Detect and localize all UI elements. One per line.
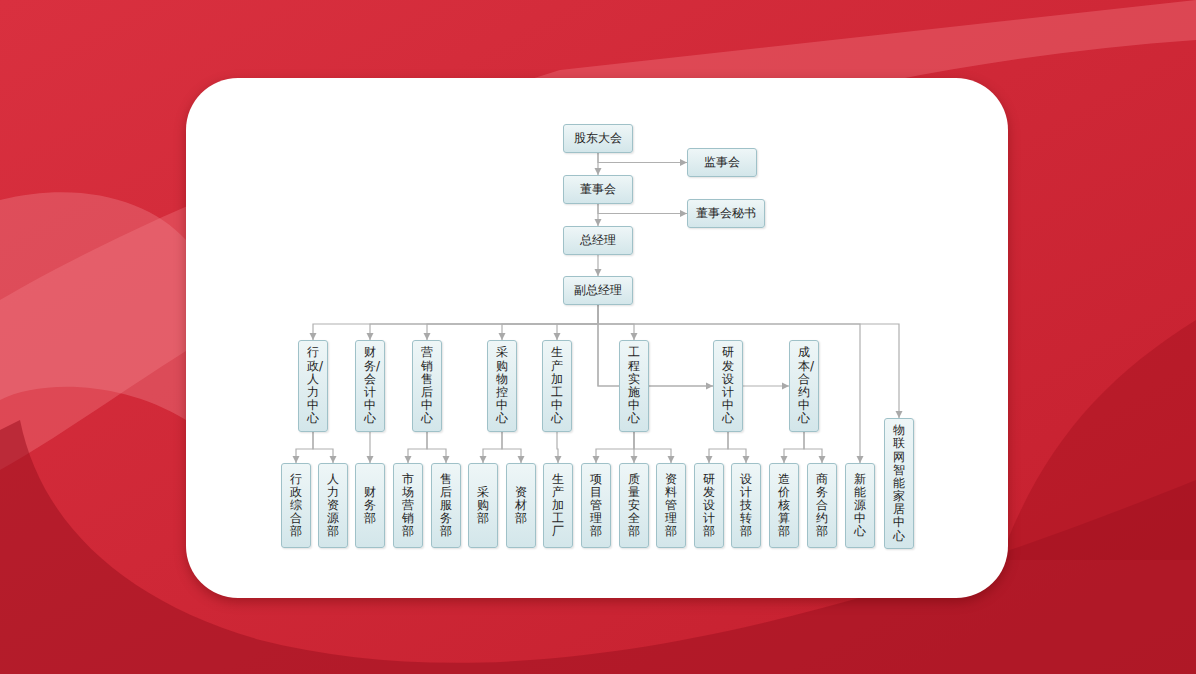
connector (557, 305, 598, 340)
node-label: 人力资源部 (327, 473, 339, 539)
connector (502, 432, 521, 463)
node-label: 副总经理 (574, 282, 622, 299)
department-box: 项目管理部 (581, 463, 611, 548)
node-label: 营销售后中心 (421, 346, 433, 425)
swoosh-highlight (0, 192, 186, 420)
department-box: 财务/会计中心 (355, 340, 385, 432)
connector (502, 305, 598, 340)
node-label: 售后服务部 (440, 473, 452, 539)
node-label: 生产加工中心 (551, 346, 563, 425)
department-box: 行政/人力中心 (298, 340, 328, 432)
department-box: 采购部 (468, 463, 498, 548)
department-box: 商务合约部 (807, 463, 837, 548)
node-label: 资材部 (515, 486, 527, 526)
department-box: 生产加工厂 (543, 463, 573, 548)
connector (296, 432, 313, 463)
department-box: 工程实施中心 (619, 340, 649, 432)
node-label: 董事会秘书 (696, 205, 756, 222)
connector (597, 204, 598, 226)
node-label: 采购部 (477, 486, 489, 526)
node-label: 市场营销部 (402, 473, 414, 539)
department-box: 设计技转部 (731, 463, 761, 548)
connector (598, 305, 634, 340)
connector (483, 432, 502, 463)
node-label: 行政/人力中心 (307, 346, 319, 425)
node-label: 董事会 (580, 181, 616, 198)
department-box: 质量安全部 (619, 463, 649, 548)
management-box: 董事会秘书 (687, 199, 765, 228)
department-box: 人力资源部 (318, 463, 348, 548)
connector (598, 305, 860, 463)
management-box: 总经理 (563, 226, 633, 255)
department-box: 资料管理部 (656, 463, 686, 548)
department-box: 造价核算部 (769, 463, 799, 548)
connector (598, 153, 687, 163)
node-label: 财务/会计中心 (364, 346, 376, 425)
node-label: 资料管理部 (665, 473, 677, 539)
connector (597, 153, 598, 175)
node-label: 造价核算部 (778, 473, 790, 539)
management-box: 董事会 (563, 175, 633, 204)
node-label: 研发设计中心 (722, 346, 734, 425)
node-label: 商务合约部 (816, 473, 828, 539)
connector (557, 432, 558, 463)
connector (598, 305, 713, 386)
node-label: 新能源中心 (854, 473, 866, 539)
department-box: 市场营销部 (393, 463, 423, 548)
connector (596, 432, 634, 463)
connector (804, 432, 822, 463)
management-box: 副总经理 (563, 276, 633, 305)
connector (709, 432, 728, 463)
connector (313, 305, 598, 340)
node-label: 设计技转部 (740, 473, 752, 539)
department-box: 物联网智能家居中心 (884, 418, 914, 549)
department-box: 成本/合约中心 (789, 340, 819, 432)
management-box: 股东大会 (563, 124, 633, 153)
node-label: 行政综合部 (290, 473, 302, 539)
department-box: 研发设计部 (694, 463, 724, 548)
connector (370, 305, 598, 340)
node-label: 工程实施中心 (628, 346, 640, 425)
connector (408, 432, 427, 463)
connector (598, 204, 687, 214)
department-box: 新能源中心 (845, 463, 875, 548)
connector (427, 432, 446, 463)
department-box: 资材部 (506, 463, 536, 548)
department-box: 生产加工中心 (542, 340, 572, 432)
node-label: 质量安全部 (628, 473, 640, 539)
department-box: 营销售后中心 (412, 340, 442, 432)
management-box: 监事会 (687, 148, 757, 177)
connector (784, 432, 804, 463)
node-label: 采购物控中心 (496, 346, 508, 425)
department-box: 研发设计中心 (713, 340, 743, 432)
department-box: 财务部 (355, 463, 385, 548)
node-label: 生产加工厂 (552, 473, 564, 539)
connector (634, 432, 671, 463)
department-box: 采购物控中心 (487, 340, 517, 432)
department-box: 行政综合部 (281, 463, 311, 548)
connector (427, 305, 598, 340)
swoosh-right (1000, 320, 1196, 560)
connector (369, 432, 370, 463)
node-label: 财务部 (364, 486, 376, 526)
node-label: 股东大会 (574, 130, 622, 147)
connector (728, 432, 746, 463)
node-label: 成本/合约中心 (798, 346, 810, 425)
connector (597, 255, 598, 276)
node-label: 项目管理部 (590, 473, 602, 539)
node-label: 物联网智能家居中心 (893, 424, 905, 543)
department-box: 售后服务部 (431, 463, 461, 548)
node-label: 总经理 (580, 232, 616, 249)
connector (313, 432, 333, 463)
node-label: 研发设计部 (703, 473, 715, 539)
node-label: 监事会 (704, 154, 740, 171)
